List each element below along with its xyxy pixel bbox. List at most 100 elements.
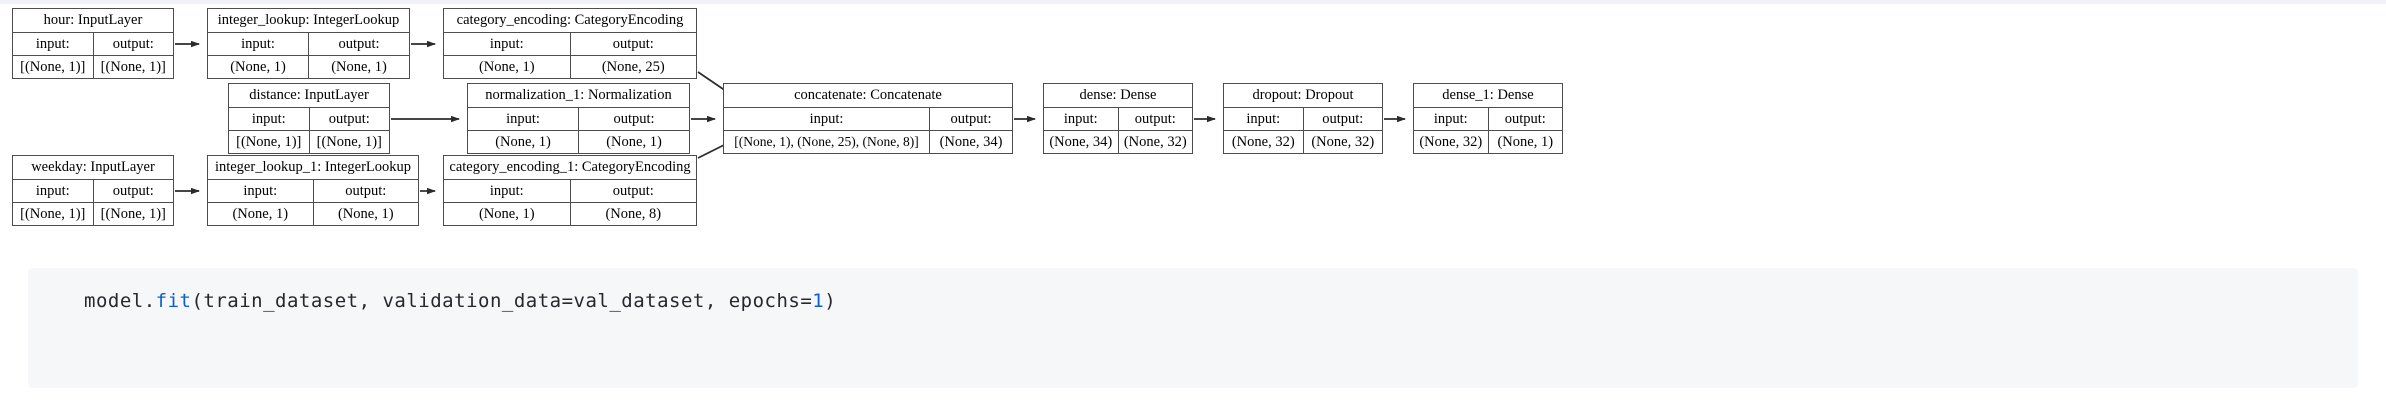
node-integer-lookup-1[interactable]: integer_lookup_1: IntegerLookup input: o… (207, 155, 419, 226)
node-weekday-output-label: output: (112, 182, 154, 199)
node-integer-lookup-shape-row: (None, 1) (None, 1) (208, 56, 409, 78)
model-graph-canvas: hour: InputLayer input: output: [(None, … (12, 8, 1563, 226)
node-category-encoding-1-title: category_encoding_1: CategoryEncoding (444, 156, 696, 180)
node-dropout[interactable]: dropout: Dropout input: output: (None, 3… (1223, 83, 1383, 154)
node-category-encoding-input-label: input: (444, 33, 571, 55)
node-integer-lookup[interactable]: integer_lookup: IntegerLookup input: out… (207, 8, 410, 79)
code-token-2: (train_dataset, validation_data=val_data… (191, 290, 813, 312)
node-concatenate[interactable]: concatenate: Concatenate input: output: … (723, 83, 1013, 154)
node-hour-input-shape: [(None, 1)] (13, 56, 94, 78)
node-normalization-1-output-label: output: (613, 110, 655, 127)
node-concatenate-input-label: input: (724, 108, 930, 130)
code-cell[interactable]: model.fit(train_dataset, validation_data… (28, 268, 2358, 388)
node-integer-lookup-input-label: input: (208, 33, 309, 55)
code-token-4: ) (824, 290, 837, 312)
node-concatenate-output-shape: (None, 34) (939, 133, 1003, 150)
node-normalization-1-label-row: input: output: (468, 108, 689, 131)
node-normalization-1-input-shape: (None, 1) (468, 131, 579, 153)
node-concatenate-output-label: output: (950, 110, 992, 127)
node-category-encoding-output-label: output: (612, 35, 654, 52)
node-normalization-1-input-label: input: (468, 108, 579, 130)
node-category-encoding-1-input-label: input: (444, 180, 571, 202)
node-dense-output-label: output: (1134, 110, 1176, 127)
node-dense-label-row: input: output: (1044, 108, 1192, 131)
node-dense-shape-row: (None, 34) (None, 32) (1044, 131, 1192, 153)
node-dense-1-output-shape: (None, 1) (1497, 133, 1554, 150)
node-distance-title: distance: InputLayer (229, 84, 389, 108)
node-category-encoding-input-shape: (None, 1) (444, 56, 571, 78)
node-integer-lookup-title: integer_lookup: IntegerLookup (208, 9, 409, 33)
node-hour-input-label: input: (13, 33, 94, 55)
node-hour-label-row: input: output: (13, 33, 173, 56)
node-concatenate-input-shape: [(None, 1), (None, 25), (None, 8)] (724, 131, 930, 153)
node-category-encoding-1-input-shape: (None, 1) (444, 203, 571, 225)
node-integer-lookup-1-input-label: input: (208, 180, 314, 202)
node-dense-1-title: dense_1: Dense (1414, 84, 1562, 108)
node-weekday[interactable]: weekday: InputLayer input: output: [(Non… (12, 155, 174, 226)
node-normalization-1-shape-row: (None, 1) (None, 1) (468, 131, 689, 153)
node-dense-1[interactable]: dense_1: Dense input: output: (None, 32)… (1413, 83, 1563, 154)
node-category-encoding-1-shape-row: (None, 1) (None, 8) (444, 203, 696, 225)
node-dense-1-input-shape: (None, 32) (1414, 131, 1489, 153)
node-dense-output-shape: (None, 32) (1123, 133, 1187, 150)
node-integer-lookup-input-shape: (None, 1) (208, 56, 309, 78)
code-line: model.fit(train_dataset, validation_data… (84, 290, 836, 312)
node-category-encoding-1-output-label: output: (612, 182, 654, 199)
node-weekday-label-row: input: output: (13, 180, 173, 203)
node-weekday-input-label: input: (13, 180, 94, 202)
node-integer-lookup-output-shape: (None, 1) (331, 58, 387, 75)
node-dropout-label-row: input: output: (1224, 108, 1382, 131)
node-integer-lookup-1-input-shape: (None, 1) (208, 203, 314, 225)
node-distance-output-label: output: (328, 110, 370, 127)
node-dropout-input-label: input: (1224, 108, 1304, 130)
node-dense-title: dense: Dense (1044, 84, 1192, 108)
node-category-encoding-1-label-row: input: output: (444, 180, 696, 203)
node-integer-lookup-1-output-label: output: (345, 182, 387, 199)
node-dense-1-output-label: output: (1504, 110, 1546, 127)
node-weekday-shape-row: [(None, 1)] [(None, 1)] (13, 203, 173, 225)
node-distance-label-row: input: output: (229, 108, 389, 131)
node-dropout-input-shape: (None, 32) (1224, 131, 1304, 153)
node-dense-input-label: input: (1044, 108, 1119, 130)
code-token-fit: fit (155, 290, 192, 312)
node-category-encoding-output-shape: (None, 25) (601, 58, 665, 75)
node-concatenate-label-row: input: output: (724, 108, 1012, 131)
node-normalization-1[interactable]: normalization_1: Normalization input: ou… (467, 83, 690, 154)
node-dense-1-shape-row: (None, 32) (None, 1) (1414, 131, 1562, 153)
node-distance-input-label: input: (229, 108, 310, 130)
node-category-encoding-label-row: input: output: (444, 33, 696, 56)
node-dense-input-shape: (None, 34) (1044, 131, 1119, 153)
node-hour-output-shape: [(None, 1)] (100, 58, 166, 75)
node-hour-output-label: output: (112, 35, 154, 52)
node-dense-1-input-label: input: (1414, 108, 1489, 130)
node-distance[interactable]: distance: InputLayer input: output: [(No… (228, 83, 390, 154)
node-category-encoding[interactable]: category_encoding: CategoryEncoding inpu… (443, 8, 697, 79)
node-category-encoding-title: category_encoding: CategoryEncoding (444, 9, 696, 33)
node-integer-lookup-1-title: integer_lookup_1: IntegerLookup (208, 156, 418, 180)
node-normalization-1-title: normalization_1: Normalization (468, 84, 689, 108)
node-dropout-output-label: output: (1322, 110, 1364, 127)
node-category-encoding-1[interactable]: category_encoding_1: CategoryEncoding in… (443, 155, 697, 226)
node-hour-shape-row: [(None, 1)] [(None, 1)] (13, 56, 173, 78)
node-category-encoding-shape-row: (None, 1) (None, 25) (444, 56, 696, 78)
node-category-encoding-1-output-shape: (None, 8) (605, 205, 662, 222)
node-dropout-title: dropout: Dropout (1224, 84, 1382, 108)
node-integer-lookup-1-output-shape: (None, 1) (337, 205, 394, 222)
page-top-rule (0, 0, 2386, 4)
node-distance-input-shape: [(None, 1)] (229, 131, 310, 153)
node-distance-shape-row: [(None, 1)] [(None, 1)] (229, 131, 389, 153)
node-hour[interactable]: hour: InputLayer input: output: [(None, … (12, 8, 174, 79)
node-normalization-1-output-shape: (None, 1) (606, 133, 662, 150)
node-weekday-output-shape: [(None, 1)] (100, 205, 166, 222)
node-integer-lookup-output-label: output: (338, 35, 380, 52)
node-weekday-title: weekday: InputLayer (13, 156, 173, 180)
node-concatenate-title: concatenate: Concatenate (724, 84, 1012, 108)
node-dropout-shape-row: (None, 32) (None, 32) (1224, 131, 1382, 153)
node-integer-lookup-label-row: input: output: (208, 33, 409, 56)
node-integer-lookup-1-shape-row: (None, 1) (None, 1) (208, 203, 418, 225)
node-distance-output-shape: [(None, 1)] (316, 133, 382, 150)
node-dropout-output-shape: (None, 32) (1311, 133, 1375, 150)
code-token-epochs-value: 1 (812, 290, 825, 312)
code-token-0: model. (84, 290, 156, 312)
node-dense[interactable]: dense: Dense input: output: (None, 34) (… (1043, 83, 1193, 154)
